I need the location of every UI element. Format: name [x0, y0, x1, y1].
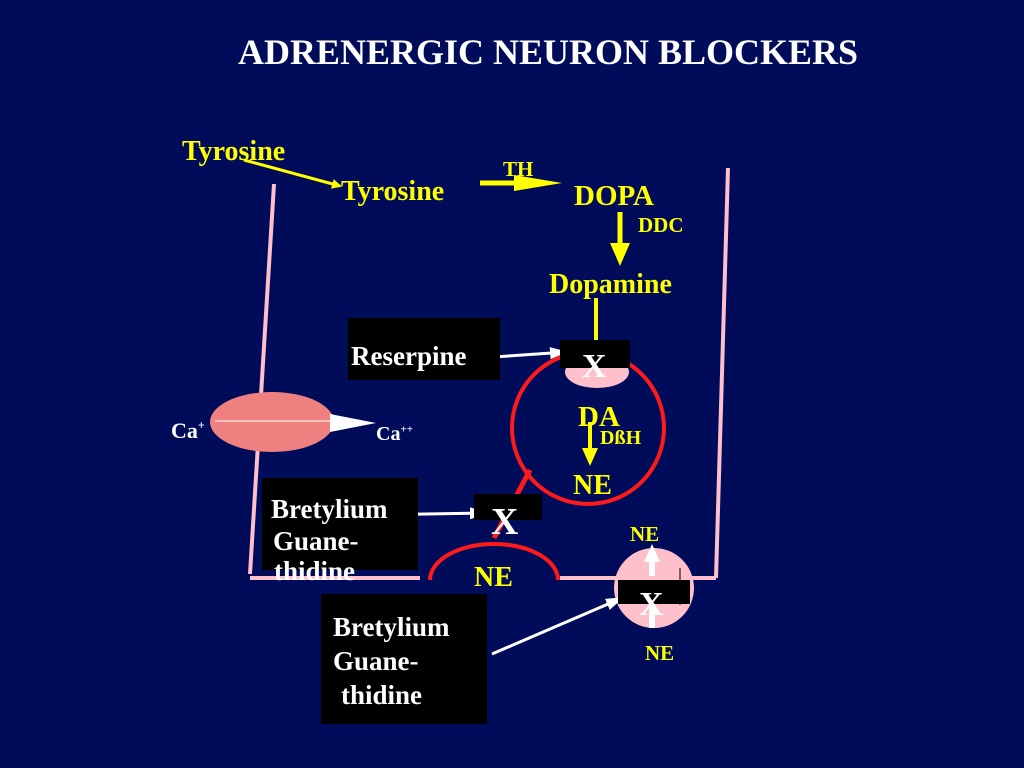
calcium-inside-charge: ++	[400, 423, 413, 436]
upper-box-line-2: Guane-	[273, 526, 359, 556]
receptor-block-x: X	[639, 586, 664, 623]
release-block-x: X	[491, 501, 519, 543]
reserpine-box: Reserpine	[348, 318, 500, 380]
vesicle-block-x: X	[582, 348, 607, 385]
fused-vesicle	[428, 542, 560, 581]
th-enzyme-label: TH	[503, 157, 534, 181]
calcium-influx-arrow	[330, 414, 376, 432]
reserpine-label: Reserpine	[351, 341, 467, 371]
calcium-inside-base: Ca	[376, 423, 401, 445]
ddc-arrowhead	[610, 243, 630, 266]
dbh-arrowhead	[582, 448, 598, 466]
tyrosine-inside-label: Tyrosine	[341, 176, 445, 207]
receptor-top-arrowhead	[644, 544, 660, 562]
dopamine-label: Dopamine	[549, 269, 672, 300]
calcium-outside-charge: +	[197, 418, 205, 433]
neuron-membrane	[248, 167, 730, 580]
slide-title: ADRENERGIC NEURON BLOCKERS	[237, 32, 859, 72]
bretylium-receptor-arrow	[491, 596, 624, 656]
release-block-bar	[474, 494, 542, 520]
th-arrowhead	[514, 175, 562, 191]
ne-release-label: NE	[474, 562, 513, 593]
tyrosine-uptake-arrow	[243, 158, 342, 189]
ne-receptor-top-label: NE	[630, 522, 660, 546]
calcium-inside-label: Ca++	[376, 424, 413, 444]
upper-box-line-3: thidine	[274, 556, 356, 586]
ne-receptor-bottom-label: NE	[645, 641, 675, 665]
lower-box-line-1: Bretylium	[333, 612, 450, 642]
vesicle-block-bar	[560, 340, 630, 368]
upper-box-line-1: Bretylium	[271, 494, 388, 524]
lower-box-line-2: Guane-	[333, 646, 419, 676]
da-label: DA	[578, 401, 620, 433]
calcium-outside-label: Ca+	[171, 420, 205, 442]
calcium-channel	[210, 392, 334, 452]
ddc-enzyme-label: DDC	[638, 213, 684, 237]
calcium-outside-base: Ca	[171, 418, 198, 443]
reserpine-arrow	[493, 347, 568, 360]
bretylium-guanethidine-box-upper: Bretylium Guane- thidine	[262, 478, 418, 585]
dopa-label: DOPA	[574, 180, 655, 212]
tyrosine-outside-label: Tyrosine	[182, 136, 286, 167]
bretylium-guanethidine-box-lower: Bretylium Guane- thidine	[321, 594, 487, 724]
receptor-block-bar	[618, 580, 690, 604]
dbh-enzyme-label: DßH	[600, 427, 642, 449]
lower-box-line-3: thidine	[341, 680, 423, 710]
ne-vesicle-label: NE	[573, 470, 612, 501]
